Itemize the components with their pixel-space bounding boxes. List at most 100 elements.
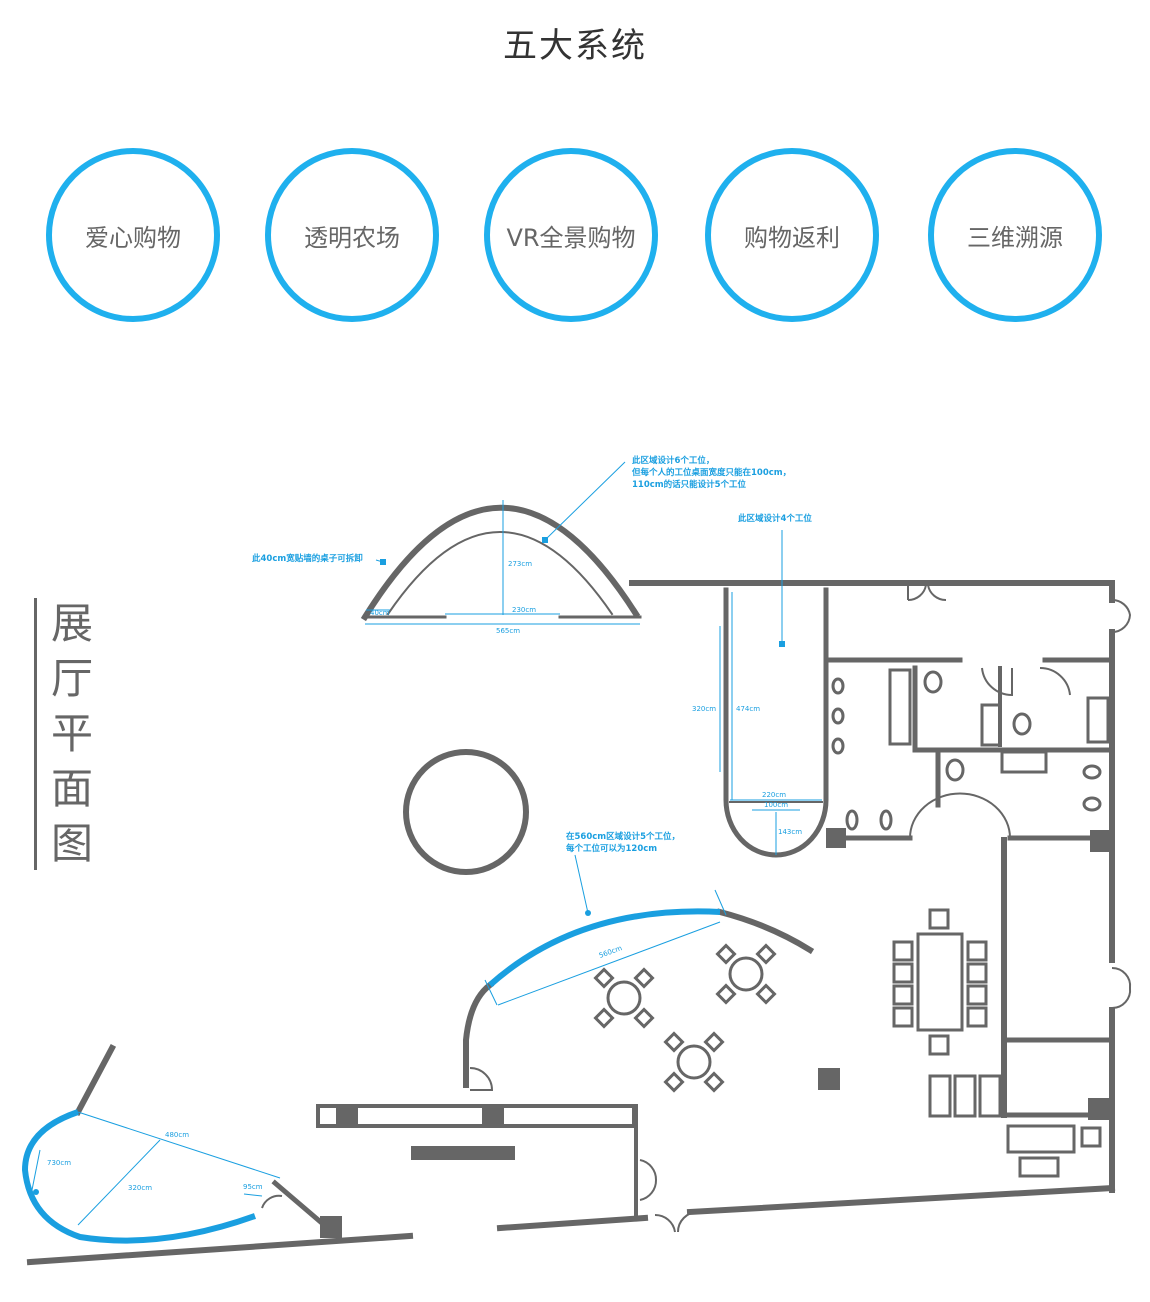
note-arch-top-2: 但每个人的工位桌面宽度只能在100cm， <box>631 467 791 478</box>
dim-label: 100cm <box>764 801 788 809</box>
dim-label: 730cm <box>47 1159 71 1167</box>
system-circle-3d-traceability[interactable]: 三维溯源 <box>928 148 1102 322</box>
door-arc <box>981 667 1013 697</box>
toilet-bowl <box>945 758 965 782</box>
arch-outer-wall <box>360 504 641 622</box>
dim-label: 560cm <box>598 944 623 960</box>
chair <box>892 1006 914 1028</box>
chair <box>892 984 914 1006</box>
sofa <box>1006 1124 1076 1154</box>
chair <box>703 1031 725 1053</box>
dim-label: 273cm <box>508 560 532 568</box>
urinal <box>1082 764 1102 780</box>
door-arc <box>654 1211 699 1233</box>
leader-line <box>544 461 626 541</box>
round-pillar <box>403 749 529 875</box>
dim-line <box>484 979 498 1006</box>
door-arc <box>1111 966 1132 1010</box>
urinal <box>1082 796 1102 812</box>
sink <box>980 703 1002 747</box>
chair <box>703 1071 725 1093</box>
marker-dot <box>380 559 386 565</box>
toilet-bowl <box>923 670 943 694</box>
dim-line <box>497 921 721 1006</box>
system-label: 透明农场 <box>304 223 400 252</box>
system-label: VR全景购物 <box>506 223 636 252</box>
dim-label: 320cm <box>692 705 716 713</box>
system-circle-shopping-rebate[interactable]: 购物返利 <box>705 148 879 322</box>
side-title-char: 厅 <box>51 654 94 703</box>
door-arc <box>261 1194 283 1209</box>
dim-label: 320cm <box>128 1184 152 1192</box>
column-block <box>1090 830 1112 852</box>
door-arc <box>1111 598 1132 634</box>
side-title-char: 面 <box>51 764 94 813</box>
system-label: 三维溯源 <box>967 223 1063 252</box>
chair <box>966 1006 988 1028</box>
dim-label: 143cm <box>778 828 802 836</box>
leader-line <box>574 854 589 914</box>
meeting-table <box>916 932 964 1032</box>
dim-label: 220cm <box>762 791 786 799</box>
column-block <box>320 1216 342 1238</box>
marker-dot <box>542 537 548 543</box>
door-arc <box>907 584 927 602</box>
toilet-fixture <box>888 668 912 746</box>
side-title-char: 图 <box>51 819 94 868</box>
dim-label: 480cm <box>165 1131 189 1139</box>
bottom-wall-right <box>686 1184 1116 1216</box>
system-circle-love-shopping[interactable]: 爱心购物 <box>46 148 220 322</box>
column-block <box>336 1104 358 1128</box>
chair <box>928 908 950 930</box>
front-counter <box>316 1104 636 1128</box>
floorplan-side-title: 展 厅 平 面 图 <box>34 598 93 870</box>
chair <box>663 1071 685 1093</box>
urinal <box>831 707 845 725</box>
dim-label: 565cm <box>496 627 520 635</box>
marker-dot <box>585 910 591 916</box>
chair <box>633 967 655 989</box>
blue-curve-left <box>21 1109 257 1244</box>
system-circle-vr-shopping[interactable]: VR全景购物 <box>484 148 658 322</box>
page-title: 五大系统 <box>503 26 647 66</box>
chair <box>593 967 615 989</box>
chair <box>593 1007 615 1029</box>
note-arch-top-3: 110cm的话只能设计5个工位 <box>632 479 747 490</box>
dim-label: 40cm <box>370 609 390 617</box>
chair <box>966 984 988 1006</box>
counter-block <box>411 1146 515 1160</box>
door-arc <box>1039 666 1071 696</box>
chair <box>633 1007 655 1029</box>
side-title-char: 平 <box>51 709 94 758</box>
chair <box>755 983 777 1005</box>
toilet-bowl <box>1012 712 1032 736</box>
urinal <box>831 737 845 755</box>
dim-label: 95cm <box>243 1183 263 1191</box>
dim-line <box>243 1193 263 1197</box>
cabinet <box>928 1074 952 1118</box>
column-block <box>482 1104 504 1128</box>
dim-line <box>77 1111 281 1179</box>
chair <box>755 943 777 965</box>
curve-wall-grey-2 <box>716 908 815 955</box>
urinal <box>845 809 859 831</box>
cabinet <box>978 1074 1002 1118</box>
bottom-wall-left <box>26 1232 414 1266</box>
urinal <box>831 677 845 695</box>
system-circle-transparent-farm[interactable]: 透明农场 <box>265 148 439 322</box>
marker-dot <box>33 1189 39 1195</box>
chair <box>892 940 914 962</box>
dim-line <box>31 1149 41 1191</box>
column-block <box>826 828 846 848</box>
door-arc <box>909 792 1011 839</box>
system-label: 爱心购物 <box>85 223 181 252</box>
side-title-char: 展 <box>51 599 94 648</box>
round-table <box>606 980 642 1016</box>
door-arc <box>469 1067 494 1091</box>
column-block <box>818 1068 840 1090</box>
curve-wall-grey <box>463 980 495 1088</box>
chair <box>966 962 988 984</box>
door-arc <box>639 1159 658 1201</box>
side-table <box>1080 1126 1102 1148</box>
